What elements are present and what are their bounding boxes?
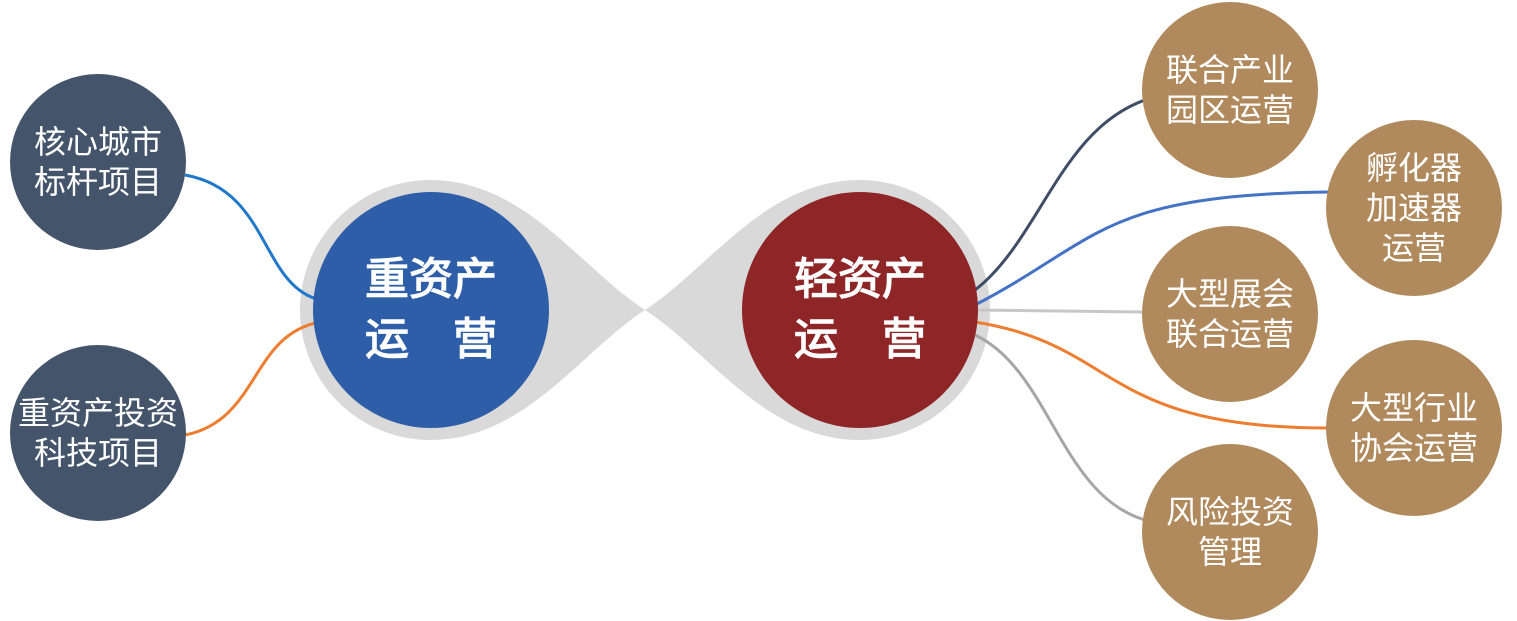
association-line-2: 协会运营 (1349, 429, 1478, 467)
exhibition-line-1: 大型展会 (1165, 275, 1294, 313)
association-line-1: 大型行业 (1349, 389, 1478, 427)
heavy-investment-line-2: 科技项目 (33, 434, 162, 472)
industrial-park-line-1: 联合产业 (1165, 51, 1294, 89)
link-industry-association (974, 320, 1329, 430)
venture-capital-node: 风险投资 管理 (1142, 444, 1318, 620)
light-asset-operation-node: 轻资产 运 营 (742, 192, 978, 428)
core-city-line-2: 标杆项目 (33, 163, 162, 201)
heavy-asset-line-2: 运 营 (365, 314, 497, 365)
link-exhibition (974, 308, 1143, 314)
incubator-accelerator-node: 孵化器 加速器 运营 (1326, 120, 1502, 296)
light-asset-line-2: 运 营 (794, 314, 926, 365)
core-city-benchmark-node: 核心城市 标杆项目 (10, 74, 186, 250)
heavy-investment-line-1: 重资产投资 (17, 394, 178, 432)
venture-line-2: 管理 (1197, 533, 1262, 571)
core-city-line-1: 核心城市 (33, 123, 162, 161)
exhibition-joint-operation-node: 大型展会 联合运营 (1142, 226, 1318, 402)
industrial-park-line-2: 园区运营 (1165, 91, 1294, 129)
link-core-city (184, 173, 321, 302)
exhibition-line-2: 联合运营 (1165, 315, 1294, 353)
incubator-line-2: 加速器 (1365, 189, 1462, 227)
link-incubator (974, 190, 1329, 307)
light-asset-line-1: 轻资产 (794, 254, 926, 305)
incubator-line-3: 运营 (1381, 229, 1446, 267)
heavy-asset-operation-node: 重资产 运 营 (313, 192, 549, 428)
heavy-asset-line-1: 重资产 (365, 254, 497, 305)
link-venture-capital (974, 333, 1146, 522)
incubator-line-1: 孵化器 (1365, 149, 1462, 187)
venture-line-1: 风险投资 (1165, 493, 1294, 531)
industry-association-node: 大型行业 协会运营 (1326, 340, 1502, 516)
link-heavy-investment (184, 320, 321, 437)
industrial-park-node: 联合产业 园区运营 (1142, 2, 1318, 178)
heavy-asset-investment-node: 重资产投资 科技项目 (10, 345, 186, 521)
link-industrial-park (974, 98, 1146, 292)
